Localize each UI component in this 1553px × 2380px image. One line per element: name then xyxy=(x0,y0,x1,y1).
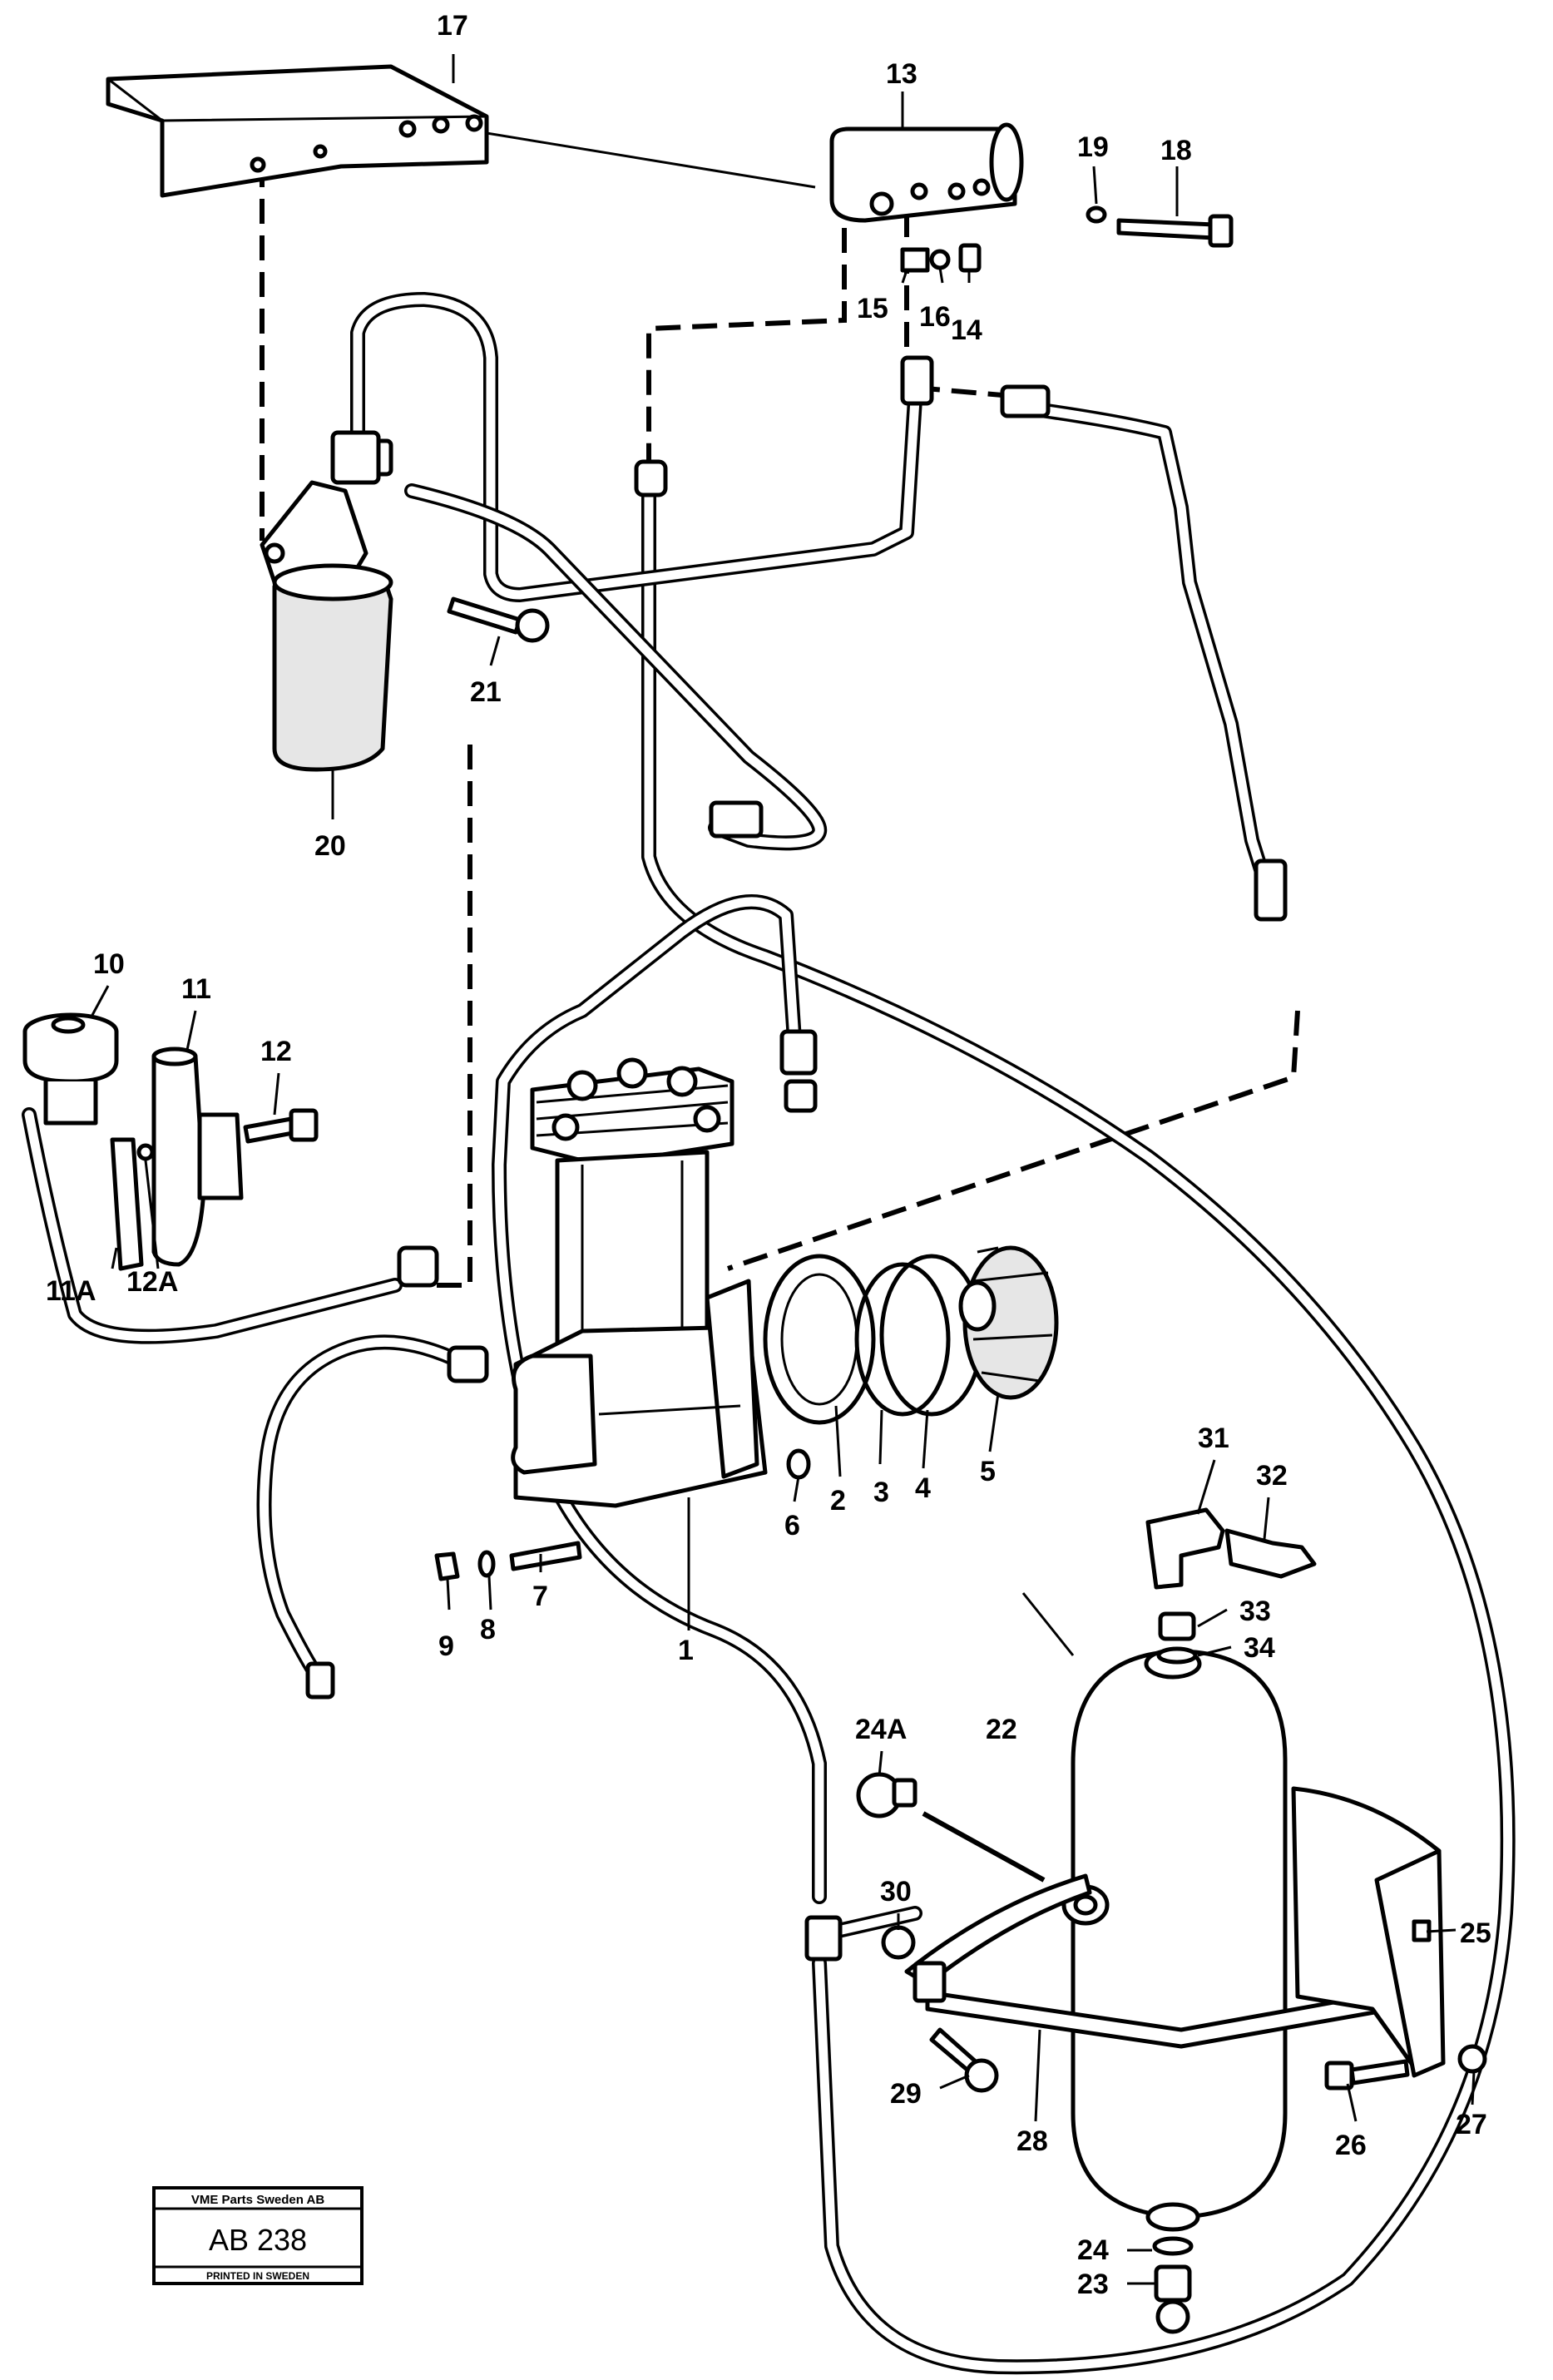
pipe-fittings xyxy=(305,355,1288,1962)
bolt-18-washer-19 xyxy=(1086,205,1234,248)
label-23: 23 xyxy=(1077,2269,1109,2300)
label-33: 33 xyxy=(1239,1596,1271,1627)
stamp-footer: PRINTED IN SWEDEN xyxy=(206,2270,309,2282)
intake-pipe-11 xyxy=(151,1047,244,1267)
air-tank-22 xyxy=(1061,1648,1288,2232)
label-6: 6 xyxy=(784,1510,800,1541)
part-labels: 17 13 19 18 15 16 14 21 20 10 11 12 11A … xyxy=(46,10,1491,2300)
stud-7-washer-8-nut-9 xyxy=(434,1541,582,1581)
drain-23-24 xyxy=(1152,2236,1194,2334)
gasket-plate-2 xyxy=(763,1254,876,1425)
label-21: 21 xyxy=(470,676,502,708)
label-14: 14 xyxy=(951,314,982,346)
intake-cap-10 xyxy=(22,1012,119,1126)
label-13: 13 xyxy=(886,58,917,90)
leader-lines xyxy=(90,54,1476,2285)
label-34: 34 xyxy=(1244,1632,1275,1664)
label-24: 24 xyxy=(1077,2234,1109,2266)
bolt-12 xyxy=(243,1108,319,1144)
label-19: 19 xyxy=(1077,131,1109,163)
label-24A: 24A xyxy=(855,1714,907,1745)
label-12A: 12A xyxy=(126,1266,178,1298)
label-25: 25 xyxy=(1460,1917,1491,1949)
stamp-code: AB 238 xyxy=(209,2223,307,2257)
label-28: 28 xyxy=(1016,2125,1048,2157)
stamp-company: VME Parts Sweden AB xyxy=(191,2193,324,2207)
publisher-stamp: VME Parts Sweden AB AB 238 PRINTED IN SW… xyxy=(152,2186,364,2285)
label-12: 12 xyxy=(260,1036,292,1067)
label-2: 2 xyxy=(830,1485,846,1517)
bolts-26-27-29-30 xyxy=(881,1925,1487,2093)
label-5: 5 xyxy=(980,1456,996,1487)
bolt-24A xyxy=(856,1772,1046,1883)
bracket-11A xyxy=(110,1137,155,1271)
label-3: 3 xyxy=(873,1477,889,1508)
label-29: 29 xyxy=(890,2078,922,2110)
label-15: 15 xyxy=(857,293,888,324)
compressor-1 xyxy=(511,1057,768,1508)
washer-6 xyxy=(786,1448,811,1480)
label-11: 11 xyxy=(181,973,211,1005)
tank-strap-25 xyxy=(1291,1786,1446,2078)
label-9: 9 xyxy=(438,1630,454,1662)
tank-strap-28 xyxy=(904,1873,1396,2049)
filter-20 xyxy=(260,430,393,772)
label-32: 32 xyxy=(1256,1460,1288,1492)
label-10: 10 xyxy=(93,948,125,980)
label-8: 8 xyxy=(480,1614,496,1645)
label-18: 18 xyxy=(1160,135,1192,166)
label-26: 26 xyxy=(1335,2130,1367,2161)
label-4: 4 xyxy=(915,1472,931,1504)
bracket-17 xyxy=(106,64,816,198)
o-rings-3-4 xyxy=(854,1254,984,1417)
label-11A: 11A xyxy=(46,1275,96,1307)
label-27: 27 xyxy=(1456,2109,1487,2140)
label-31: 31 xyxy=(1198,1423,1229,1454)
label-1: 1 xyxy=(678,1635,694,1666)
fitting-31-32-33-34 xyxy=(1145,1507,1317,1665)
gear-5 xyxy=(958,1245,1059,1400)
pipe-lines xyxy=(22,292,1516,2375)
unloader-valve-13 xyxy=(829,122,1024,273)
label-17: 17 xyxy=(437,10,468,42)
label-22: 22 xyxy=(986,1714,1017,1745)
label-20: 20 xyxy=(314,830,346,862)
label-16: 16 xyxy=(919,301,951,333)
label-30: 30 xyxy=(880,1876,912,1907)
dashed-control-lines xyxy=(260,162,1300,1288)
bolt-21 xyxy=(447,596,550,643)
label-7: 7 xyxy=(532,1581,548,1612)
